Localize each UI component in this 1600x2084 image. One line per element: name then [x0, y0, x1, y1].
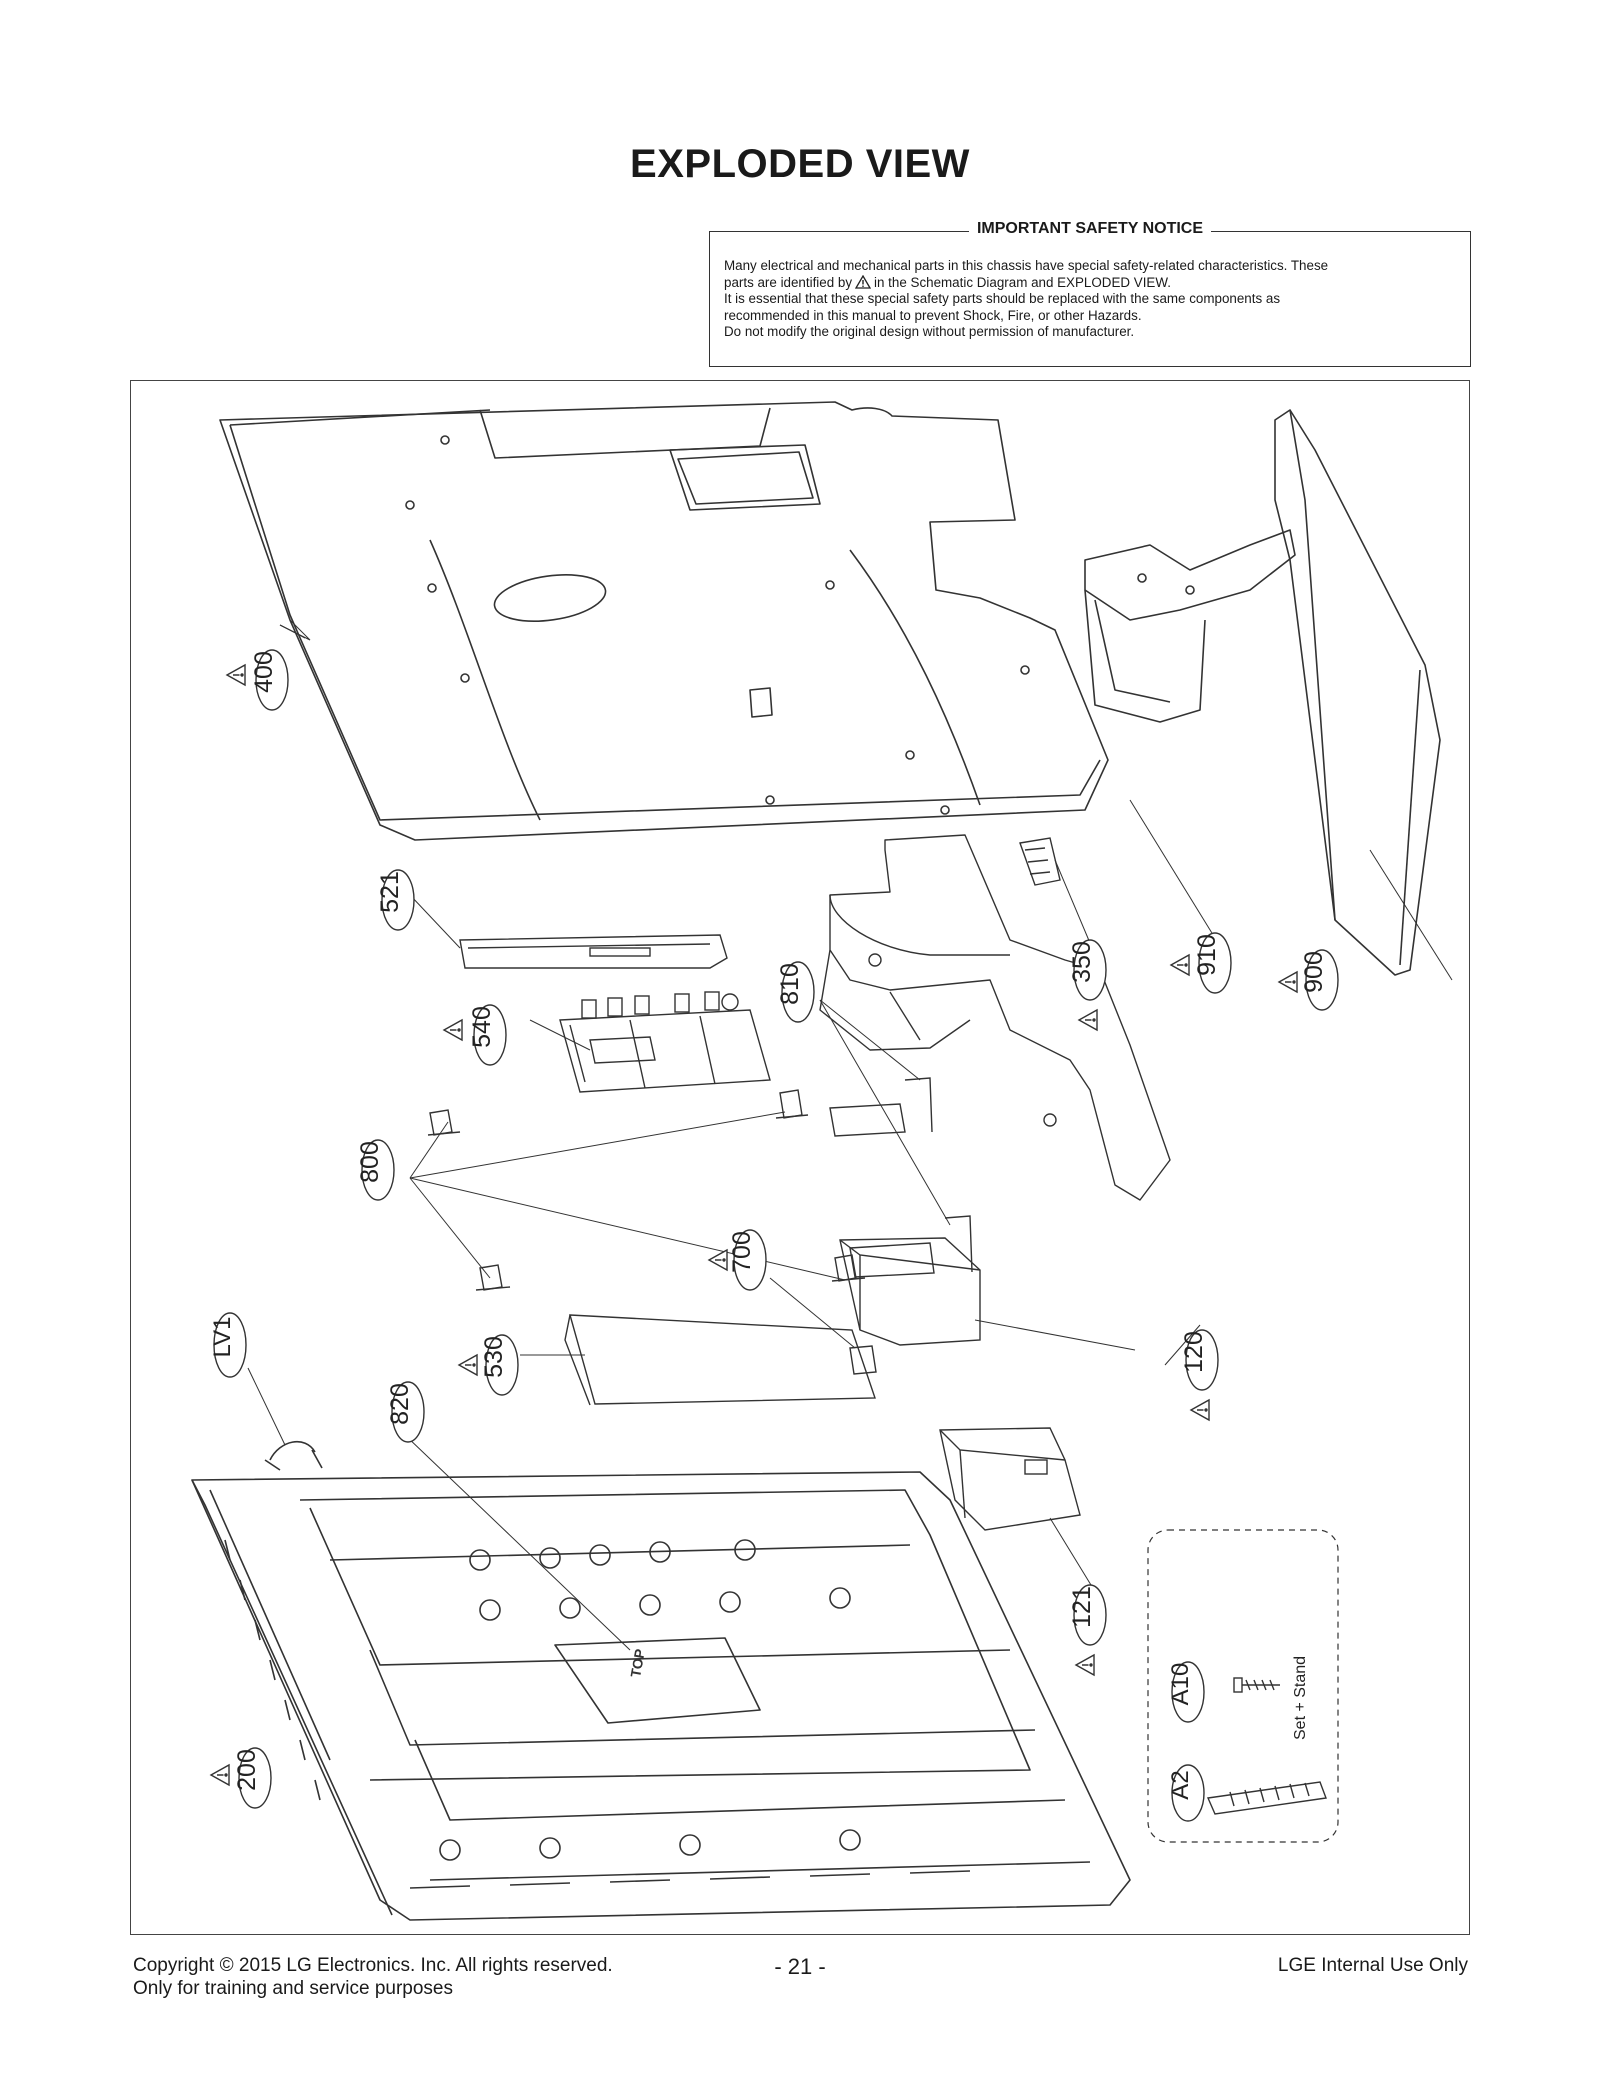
- warning-triangle-icon: [855, 274, 872, 289]
- safety-notice-title: IMPORTANT SAFETY NOTICE: [968, 220, 1212, 237]
- back-cover-part: [219, 401, 1109, 841]
- svg-text:900: 900: [1300, 951, 1328, 993]
- page-number: - 21 -: [774, 1954, 826, 1979]
- svg-text:200: 200: [233, 1749, 261, 1791]
- footer-copyright: Copyright © 2015 LG Electronics. Inc. Al…: [133, 1954, 613, 2000]
- callout-121[interactable]: 121: [1068, 1584, 1107, 1676]
- part-callouts: 400 910 900 521 350 540 810: [209, 649, 1339, 1822]
- svg-text:400: 400: [250, 651, 278, 693]
- bracket-350-part: [1019, 837, 1061, 886]
- page-title: EXPLODED VIEW: [630, 142, 970, 186]
- speaker-120-part: [839, 1237, 981, 1346]
- callout-120[interactable]: 120: [1180, 1329, 1219, 1421]
- svg-text:A2: A2: [1167, 1770, 1194, 1799]
- callout-lv1[interactable]: LV1: [209, 1312, 247, 1378]
- svg-text:121: 121: [1068, 1586, 1096, 1628]
- callout-900[interactable]: 900: [1278, 949, 1339, 1011]
- display-panel-200-part: [191, 1471, 1131, 1921]
- accessory-note: Set + Stand: [1292, 1656, 1309, 1740]
- brackets-810-part: [829, 1077, 973, 1278]
- callout-810[interactable]: 810: [776, 961, 815, 1023]
- svg-text:521: 521: [376, 871, 404, 913]
- safety-notice-heading: IMPORTANT SAFETY NOTICE: [710, 220, 1470, 238]
- notice-line: recommended in this manual to prevent Sh…: [724, 307, 1142, 323]
- exploded-view-diagram: TOP Set + Stand 400: [191, 401, 1453, 1921]
- svg-text:700: 700: [728, 1231, 756, 1273]
- svg-text:350: 350: [1068, 941, 1096, 983]
- svg-text:120: 120: [1180, 1331, 1208, 1373]
- svg-text:820: 820: [386, 1383, 414, 1425]
- svg-text:540: 540: [468, 1006, 496, 1048]
- diagram-frame: [130, 380, 1470, 1935]
- remote-a2-part: [1206, 1781, 1327, 1815]
- panel-top-label: TOP: [627, 1648, 648, 1679]
- internal-use-label: LGE Internal Use Only: [1277, 1955, 1468, 1976]
- notice-line: parts are identified by in the Schematic …: [724, 274, 1456, 292]
- screw-a10-part: [1233, 1677, 1280, 1693]
- purpose-text: Only for training and service purposes: [133, 1978, 453, 1999]
- callout-820[interactable]: 820: [386, 1381, 425, 1443]
- notice-line: Many electrical and mechanical parts in …: [724, 258, 1329, 273]
- svg-text:LV1: LV1: [209, 1317, 236, 1358]
- callout-a10[interactable]: A10: [1167, 1661, 1205, 1723]
- leader-lines: [247, 619, 1453, 1651]
- callout-530[interactable]: 530: [458, 1334, 519, 1396]
- main-frame-part: [819, 834, 1171, 1201]
- svg-text:910: 910: [1193, 934, 1221, 976]
- svg-text:530: 530: [480, 1336, 508, 1378]
- callout-521[interactable]: 521: [376, 869, 415, 931]
- callout-a2[interactable]: A2: [1167, 1764, 1205, 1822]
- speaker-121-part: [939, 1427, 1081, 1531]
- safety-notice-box: IMPORTANT SAFETY NOTICE Many electrical …: [709, 220, 1471, 367]
- power-board-530-part: [564, 1314, 877, 1406]
- stand-base-part: [1274, 409, 1441, 976]
- safety-notice-text: Many electrical and mechanical parts in …: [724, 258, 1456, 341]
- svg-text:A10: A10: [1167, 1663, 1194, 1706]
- callout-910[interactable]: 910: [1170, 932, 1232, 994]
- stand-neck-part: [1084, 529, 1296, 723]
- callout-350[interactable]: 350: [1068, 939, 1107, 1031]
- callout-800[interactable]: 800: [356, 1139, 395, 1201]
- notice-line: Do not modify the original design withou…: [724, 324, 1135, 340]
- lv1-clip-part: [264, 1440, 323, 1471]
- callout-400[interactable]: 400: [226, 649, 289, 711]
- notice-line-part: parts are identified by: [724, 274, 853, 290]
- main-board-540-part: [559, 991, 771, 1093]
- callout-540[interactable]: 540: [443, 1004, 507, 1066]
- callout-700[interactable]: 700: [708, 1229, 767, 1291]
- notice-line: It is essential that these special safet…: [724, 291, 1281, 307]
- callout-200[interactable]: 200: [210, 1747, 272, 1809]
- bracket-521-part: [459, 934, 728, 969]
- copyright-text: Copyright © 2015 LG Electronics. Inc. Al…: [133, 1955, 613, 1976]
- supports-800-part: [427, 1089, 866, 1291]
- svg-text:800: 800: [356, 1141, 384, 1183]
- svg-text:810: 810: [776, 963, 804, 1005]
- notice-line-part: in the Schematic Diagram and EXPLODED VI…: [874, 274, 1171, 290]
